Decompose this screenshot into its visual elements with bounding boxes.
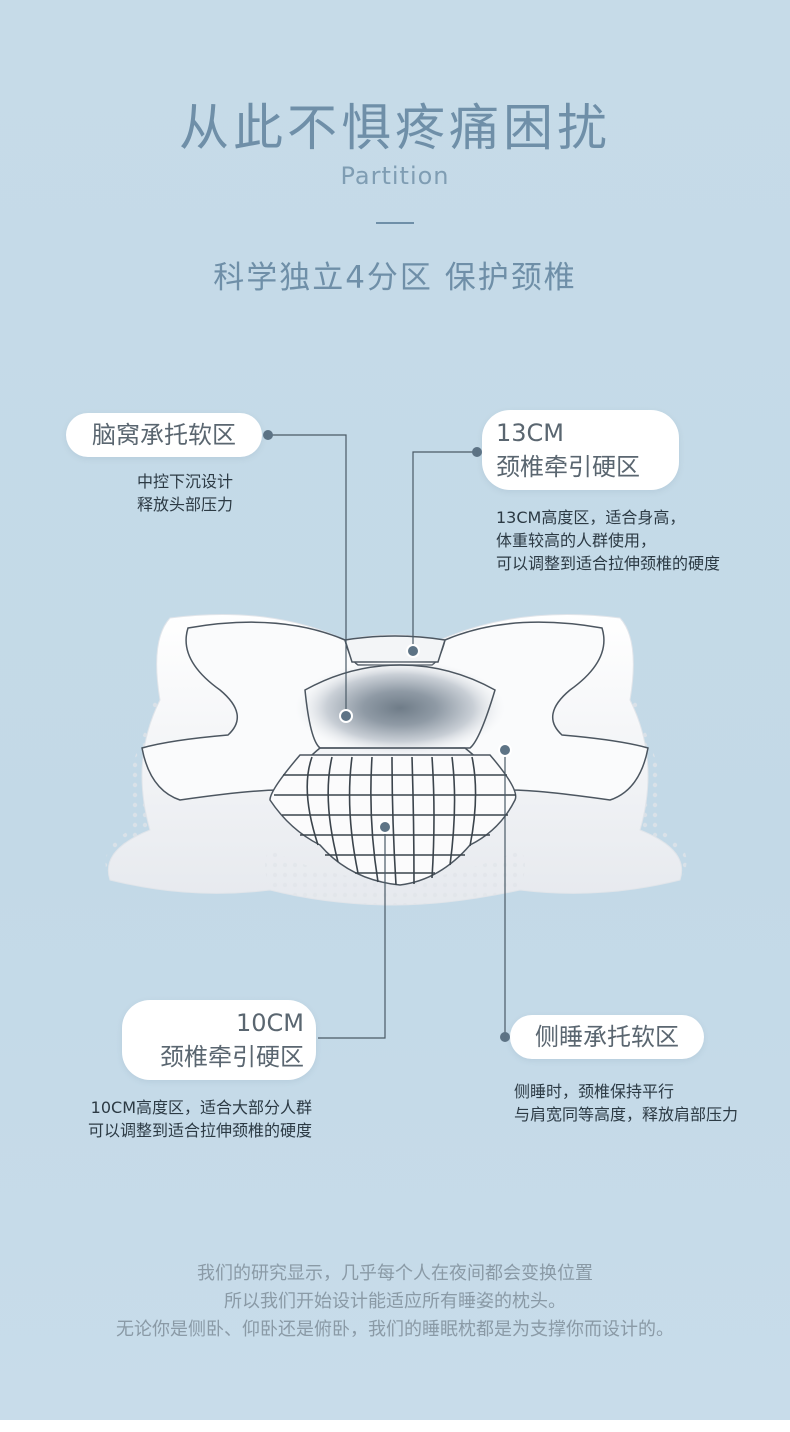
leader-lines <box>268 434 506 1039</box>
zone-label-13cm: 13CM 颈椎牵引硬区 <box>482 410 679 490</box>
zone-2-desc-line: 13CM高度区，适合身高， <box>496 508 686 527</box>
zone-3-label-height: 10CM <box>235 1009 304 1037</box>
zone-2-desc-line: 体重较高的人群使用， <box>496 531 657 550</box>
zone-2-label-height: 13CM <box>496 419 565 447</box>
zone-3-description: 10CM高度区，适合大部分人群 可以调整到适合拉伸颈椎的硬度 <box>40 1096 312 1142</box>
zone-3-desc-line: 10CM高度区，适合大部分人群 <box>90 1098 312 1117</box>
page-tagline: 科学独立4分区 保护颈椎 <box>213 260 577 296</box>
zone-4-desc-line: 侧睡时，颈椎保持平行 <box>514 1082 675 1101</box>
page-subtitle: Partition <box>340 162 450 190</box>
zone-1-label: 脑窝承托软区 <box>92 421 236 449</box>
zone-3-label-name: 颈椎牵引硬区 <box>160 1043 304 1071</box>
page-title: 从此不惧疼痛困扰 <box>179 99 611 157</box>
zone-2-desc-line: 可以调整到适合拉伸颈椎的硬度 <box>496 554 721 573</box>
zone-4-desc-line: 与肩宽同等高度，释放肩部压力 <box>514 1105 739 1124</box>
zone-1-desc-line: 中控下沉设计 <box>137 472 234 491</box>
footer-text: 我们的研究显示，几乎每个人在夜间都会变换位置 所以我们开始设计能适应所有睡姿的枕… <box>0 1260 790 1344</box>
dot-zone-3-end <box>378 820 392 834</box>
zone-label-head-support: 脑窝承托软区 <box>66 413 262 457</box>
footer-line: 我们的研究显示，几乎每个人在夜间都会变换位置 <box>197 1263 593 1284</box>
leader-dots <box>263 430 512 1042</box>
zone-1-desc-line: 释放头部压力 <box>137 495 234 514</box>
dot-zone-2-end <box>406 644 420 658</box>
zone-1-description: 中控下沉设计 释放头部压力 <box>137 470 233 516</box>
dot-zone-4-end <box>500 1032 510 1042</box>
footer-line: 无论你是侧卧、仰卧还是俯卧，我们的睡眠枕都是为支撑你而设计的。 <box>116 1319 674 1340</box>
dot-zone-4-start <box>498 743 512 757</box>
zone-3-desc-line: 可以调整到适合拉伸颈椎的硬度 <box>87 1121 312 1140</box>
zone-4-label: 侧睡承托软区 <box>535 1023 679 1051</box>
zone-4-description: 侧睡时，颈椎保持平行 与肩宽同等高度，释放肩部压力 <box>514 1080 738 1126</box>
dot-zone-1-start <box>263 430 273 440</box>
zone-label-side-support: 侧睡承托软区 <box>510 1015 704 1059</box>
zone-label-10cm: 10CM 颈椎牵引硬区 <box>122 1000 316 1080</box>
zone-2-label-name: 颈椎牵引硬区 <box>496 453 640 481</box>
pillow-body <box>105 613 687 906</box>
dot-zone-2-start <box>472 447 482 457</box>
bottom-strip <box>0 1420 790 1432</box>
dot-zone-1-end <box>339 709 353 723</box>
title-divider <box>376 222 414 224</box>
zone-2-description: 13CM高度区，适合身高， 体重较高的人群使用， 可以调整到适合拉伸颈椎的硬度 <box>496 506 720 575</box>
footer-line: 所以我们开始设计能适应所有睡姿的枕头。 <box>224 1291 566 1312</box>
